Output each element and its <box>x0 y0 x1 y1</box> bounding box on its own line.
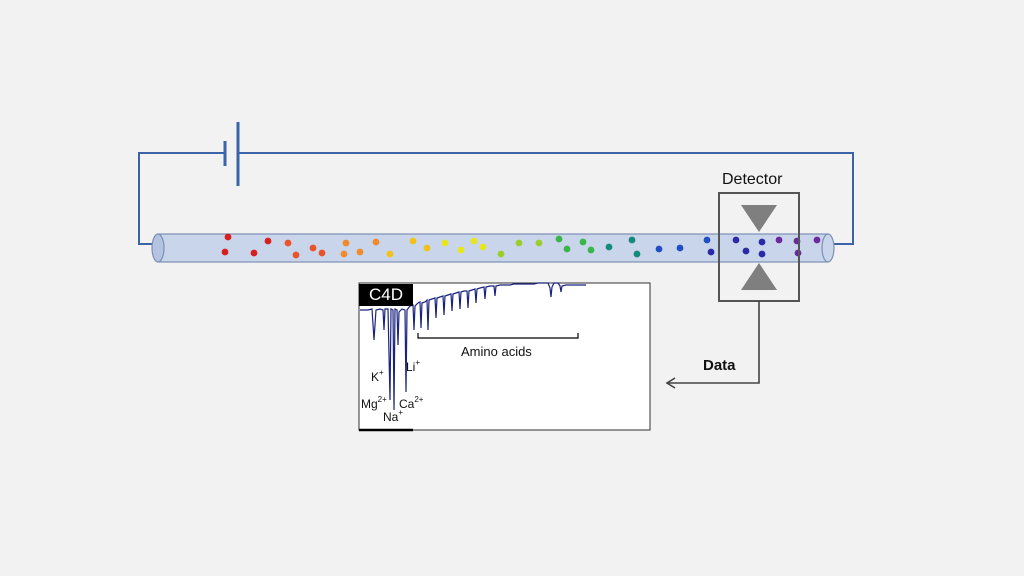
ion-label-li: Li+ <box>406 358 421 374</box>
ion-particle <box>563 245 571 253</box>
ion-particle <box>497 250 505 258</box>
ion-particle <box>457 246 465 254</box>
ion-particle <box>356 248 364 256</box>
ion-particle <box>676 244 684 252</box>
ion-particle <box>479 243 487 251</box>
ion-label-mg: Mg2+ <box>361 395 387 411</box>
ion-particle <box>221 248 229 256</box>
ion-particle <box>535 239 543 247</box>
ion-label-k: K+ <box>371 368 384 384</box>
ion-particle <box>515 239 523 247</box>
ion-particle <box>579 238 587 246</box>
electropherogram-panel <box>358 282 651 432</box>
capillary-tube <box>151 233 835 263</box>
circuit-wire <box>138 152 854 245</box>
ion-particle <box>775 236 783 244</box>
ion-particle <box>284 239 292 247</box>
ion-particle <box>758 250 766 258</box>
c4d-title: C4D <box>359 284 413 306</box>
ion-particle <box>423 244 431 252</box>
ion-particle <box>441 239 449 247</box>
ion-particle <box>758 238 766 246</box>
ion-particles <box>221 233 821 259</box>
ion-particle <box>633 250 641 258</box>
ion-particle <box>732 236 740 244</box>
ion-particle <box>555 235 563 243</box>
ion-particle <box>224 233 232 241</box>
detector-label: Detector <box>722 171 783 188</box>
ion-particle <box>813 236 821 244</box>
ion-particle <box>628 236 636 244</box>
ion-label-na: Na+ <box>383 408 404 424</box>
electropherogram-trace <box>360 282 586 411</box>
ion-particle <box>707 248 715 256</box>
ion-particle <box>470 237 478 245</box>
detector-electrode-top-icon <box>741 205 777 232</box>
battery-icon <box>223 122 240 186</box>
ion-particle <box>372 238 380 246</box>
ion-particle <box>655 245 663 253</box>
detector-electrode-bottom-icon <box>741 263 777 290</box>
ion-particle <box>250 249 258 257</box>
amino-acids-label: Amino acids <box>461 344 532 359</box>
ion-particle <box>340 250 348 258</box>
ion-particle <box>605 243 613 251</box>
data-arrow <box>665 301 760 389</box>
ion-particle <box>264 237 272 245</box>
amino-acids-bracket <box>417 333 579 339</box>
ion-particle <box>386 250 394 258</box>
ion-particle <box>409 237 417 245</box>
ion-particle <box>292 251 300 259</box>
ion-label-ca: Ca2+ <box>399 395 424 411</box>
ion-particle <box>342 239 350 247</box>
ion-particle <box>318 249 326 257</box>
ion-particle <box>742 247 750 255</box>
data-label: Data <box>703 357 736 374</box>
ion-particle <box>309 244 317 252</box>
ion-particle <box>587 246 595 254</box>
ion-particle <box>703 236 711 244</box>
